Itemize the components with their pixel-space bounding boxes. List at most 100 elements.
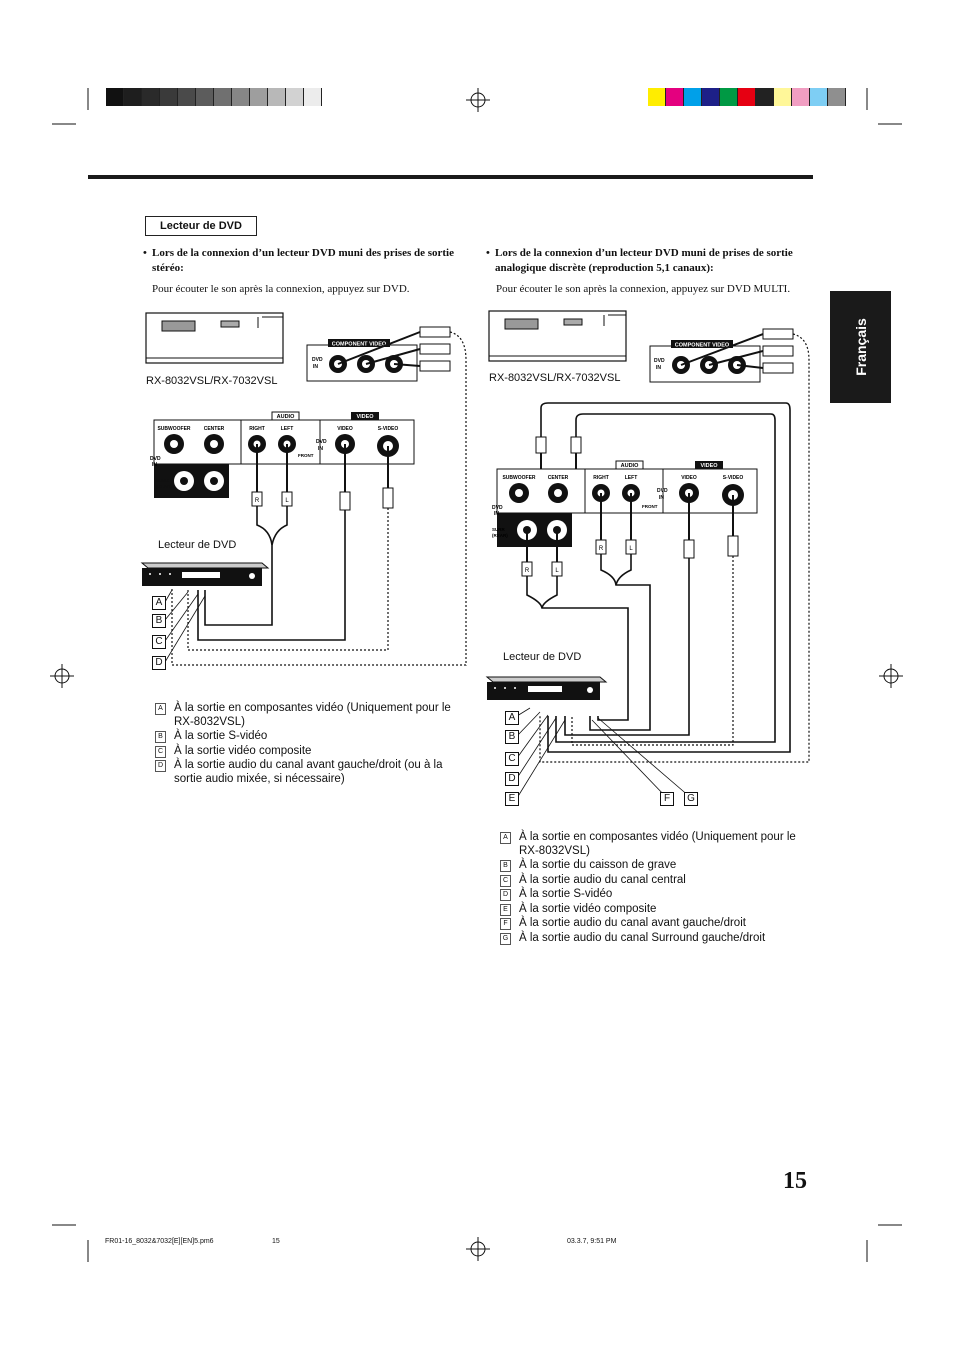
receiver-front-illustration-right [488, 310, 627, 362]
right-callout-e: E [505, 792, 519, 806]
left-callout-d: D [152, 656, 166, 670]
video-jack-label: VIDEO [337, 426, 353, 432]
center-label: CENTER [204, 426, 225, 432]
footer-file: FR01-16_8032&7032[E][EN]5.pm6 [105, 1238, 214, 1245]
legend-key: C [500, 874, 511, 887]
right-subtext: Pour écouter le son après la connexion, … [496, 283, 791, 295]
legend-key: G [500, 932, 511, 945]
calibration-swatch [268, 88, 286, 106]
right-callout-c: C [505, 752, 519, 766]
component-video-panel: COMPONENT VIDEO DVD IN [306, 339, 418, 382]
calibration-swatch [178, 88, 196, 106]
footer-date: 03.3.7, 9:51 PM [567, 1238, 617, 1245]
legend-key: B [500, 860, 511, 872]
subwoofer-label-right: SUBWOOFER [502, 475, 535, 481]
right-receiver-label: RX-8032VSL/RX-7032VSL [489, 372, 621, 384]
right-legend-item-b: B À la sortie du caisson de grave [500, 858, 809, 872]
receiver-front-illustration [145, 312, 284, 364]
right-callout-g: G [684, 792, 698, 806]
calibration-swatch [684, 88, 702, 106]
dvd-in-label: DVD [312, 357, 323, 363]
left-heading: • Lors de la connexion d’un lecteur DVD … [143, 247, 454, 274]
surr-label-right: SURR [492, 527, 506, 532]
calibration-swatch [250, 88, 268, 106]
center-label-right: CENTER [548, 475, 569, 481]
dvd-in-label-2: IN [313, 364, 318, 370]
legend-key: F [500, 918, 511, 930]
calibration-swatch [232, 88, 250, 106]
calibration-swatch [648, 88, 666, 106]
legend-text: À la sortie audio du canal avant gauche/… [174, 759, 443, 785]
dvd-in-rear-label-right-2: IN [494, 511, 499, 517]
legend-text: À la sortie en composantes vidéo (Unique… [519, 831, 796, 857]
right-callout-b: B [505, 730, 519, 744]
legend-text: À la sortie vidéo composite [519, 902, 657, 915]
component-video-panel-right: COMPONENT VIDEO DVD IN [649, 340, 761, 383]
section-label: Lecteur de DVD [145, 216, 257, 236]
right-player-label: Lecteur de DVD [503, 651, 582, 663]
legend-key: B [155, 731, 166, 743]
calibration-swatch [214, 88, 232, 106]
right-label-right: RIGHT [593, 475, 609, 481]
dvd-in-front-label-right-2: IN [659, 495, 664, 501]
right-legend-item-d: D À la sortie S-vidéo [500, 887, 809, 901]
component-plugs-right [762, 328, 794, 374]
dvd-in-front-label-right: DVD [657, 488, 668, 494]
calibration-swatch [304, 88, 322, 106]
calibration-swatch [828, 88, 846, 106]
front-label-right: FRONT [642, 504, 658, 509]
calibration-swatch [196, 88, 214, 106]
video-label: VIDEO [356, 414, 374, 420]
left-callout-a: A [152, 596, 166, 610]
right-callout-a: A [505, 711, 519, 725]
page-number: 15 [783, 1168, 807, 1194]
calibration-swatch [142, 88, 160, 106]
legend-key: E [500, 903, 511, 916]
audio-label: AUDIO [277, 414, 295, 420]
right-legend-item-f: F À la sortie audio du canal avant gauche… [500, 916, 809, 930]
dvd-in-front-label-2: IN [318, 446, 323, 452]
color-calibration-bar [648, 88, 846, 106]
component-cable-dotted [171, 331, 467, 666]
left-label: LEFT [281, 426, 294, 432]
legend-text: À la sortie S-vidéo [519, 888, 613, 900]
legend-text: À la sortie audio du canal avant gauche/… [519, 917, 746, 929]
calibration-swatch [810, 88, 828, 106]
dvd-in-rear-label: DVD [150, 456, 161, 462]
left-player-label: Lecteur de DVD [158, 539, 237, 551]
legend-text: À la sortie audio du canal Surround gauc… [519, 931, 766, 944]
calibration-swatch [106, 88, 124, 106]
header-rule [88, 175, 813, 179]
right-callout-d: D [505, 772, 519, 786]
rear-label: (REAR) [156, 484, 172, 489]
component-video-label-right: COMPONENT VIDEO [675, 343, 730, 349]
legend-text: À la sortie audio du canal central [519, 873, 686, 886]
legend-key: D [500, 889, 511, 901]
plug-l-label-right: L [629, 546, 633, 552]
receiver-rear-panel: AUDIO VIDEO SUBWOOFER CENTER RIGHT LEFT … [150, 411, 415, 498]
language-tab[interactable]: Français [830, 291, 891, 403]
svideo-label-right: S-VIDEO [723, 475, 744, 481]
left-callout-c: C [152, 635, 166, 649]
plug-l-label: L [285, 498, 289, 504]
plug-l-label-surr: L [555, 568, 559, 574]
calibration-swatch [124, 88, 142, 106]
calibration-swatch [792, 88, 810, 106]
legend-text: À la sortie du caisson de grave [519, 859, 677, 871]
legend-key: A [155, 703, 166, 715]
dvd-player-illustration-right [485, 676, 608, 700]
audio-label-right: AUDIO [621, 463, 639, 469]
dvd-in-rear-label-right: DVD [492, 505, 503, 511]
plug-r-label-right: R [599, 546, 604, 552]
calibration-swatch [738, 88, 756, 106]
calibration-swatch [160, 88, 178, 106]
legend-text: À la sortie en composantes vidéo (Unique… [174, 702, 451, 728]
right-legend-item-g: G À la sortie audio du canal Surround gau… [500, 931, 809, 945]
calibration-swatch [286, 88, 304, 106]
